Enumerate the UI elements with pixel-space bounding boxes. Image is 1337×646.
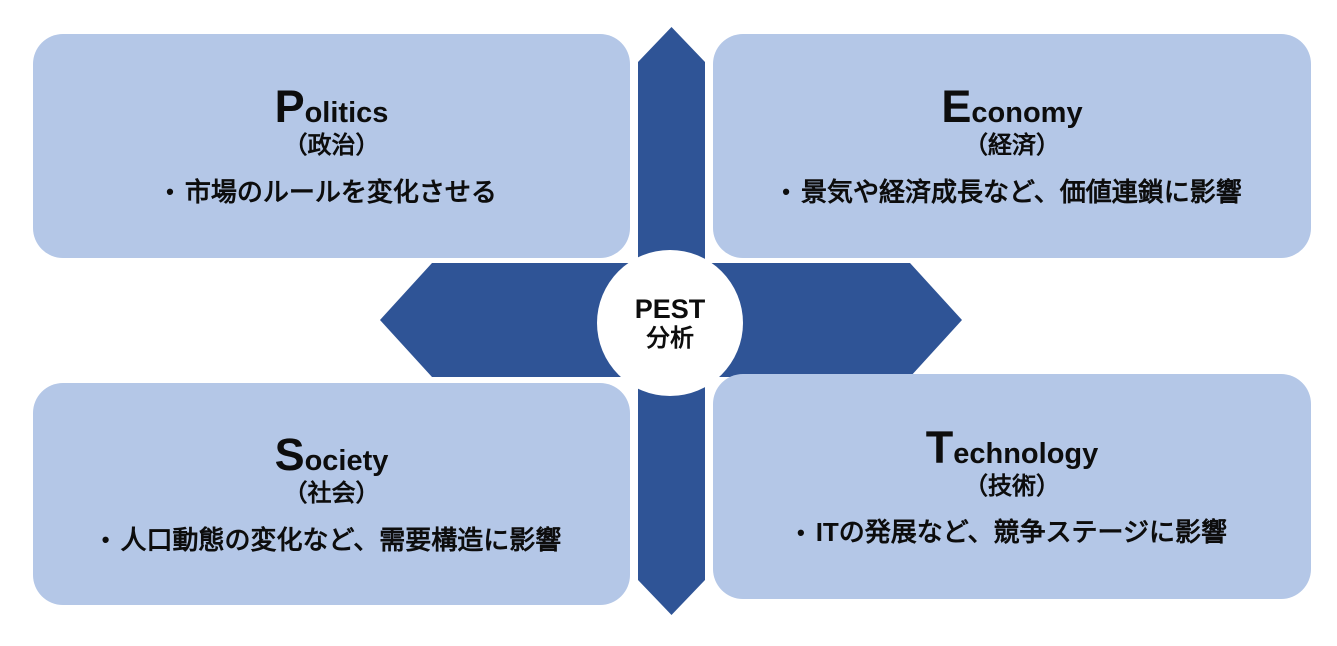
bullet-text: ITの発展など、競争ステージに影響 bbox=[815, 517, 1227, 548]
quadrant-initial: P bbox=[274, 81, 305, 132]
quadrant-title-rest: conomy bbox=[971, 97, 1083, 129]
quadrant-title: Politics bbox=[275, 84, 389, 129]
bullet-marker: • bbox=[797, 519, 805, 545]
quadrant-title-rest: echnology bbox=[953, 437, 1099, 470]
quadrant-politics: Politics （政治） • 市場のルールを変化させる bbox=[33, 34, 630, 258]
quadrant-initial: S bbox=[274, 429, 305, 480]
bullet-marker: • bbox=[166, 179, 174, 205]
quadrant-bullet: • 市場のルールを変化させる bbox=[166, 177, 497, 208]
bullet-text: 人口動態の変化など、需要構造に影響 bbox=[120, 524, 562, 555]
center-label-line1: PEST bbox=[634, 293, 706, 324]
quadrant-economy: Economy （経済） • 景気や経済成長など、価値連鎖に影響 bbox=[713, 34, 1311, 258]
center-label-line2: 分析 bbox=[646, 324, 694, 352]
quadrant-subtitle: （技術） bbox=[964, 472, 1060, 500]
quadrant-subtitle: （経済） bbox=[964, 132, 1060, 159]
quadrant-bullet: • 人口動態の変化など、需要構造に影響 bbox=[102, 525, 561, 556]
quadrant-title: Society bbox=[275, 432, 389, 477]
bullet-marker: • bbox=[101, 527, 110, 553]
bullet-text: 市場のルールを変化させる bbox=[184, 176, 497, 207]
bullet-marker: • bbox=[782, 179, 790, 205]
quadrant-initial: E bbox=[941, 81, 972, 132]
quadrant-society: Society （社会） • 人口動態の変化など、需要構造に影響 bbox=[33, 383, 630, 605]
quadrant-technology: Technology （技術） • ITの発展など、競争ステージに影響 bbox=[713, 374, 1311, 599]
quadrant-title-rest: olitics bbox=[304, 97, 389, 129]
quadrant-subtitle: （政治） bbox=[283, 132, 380, 159]
quadrant-title-rest: ociety bbox=[304, 445, 389, 477]
center-circle: PEST 分析 bbox=[597, 250, 743, 396]
bullet-text: 景気や経済成長など、価値連鎖に影響 bbox=[801, 176, 1242, 207]
quadrant-subtitle: （社会） bbox=[283, 480, 380, 507]
quadrant-bullet: • ITの発展など、競争ステージに影響 bbox=[797, 517, 1227, 548]
quadrant-bullet: • 景気や経済成長など、価値連鎖に影響 bbox=[782, 177, 1241, 208]
quadrant-title: Technology bbox=[926, 425, 1099, 470]
quadrant-title: Economy bbox=[941, 84, 1082, 129]
quadrant-initial: T bbox=[925, 421, 954, 473]
